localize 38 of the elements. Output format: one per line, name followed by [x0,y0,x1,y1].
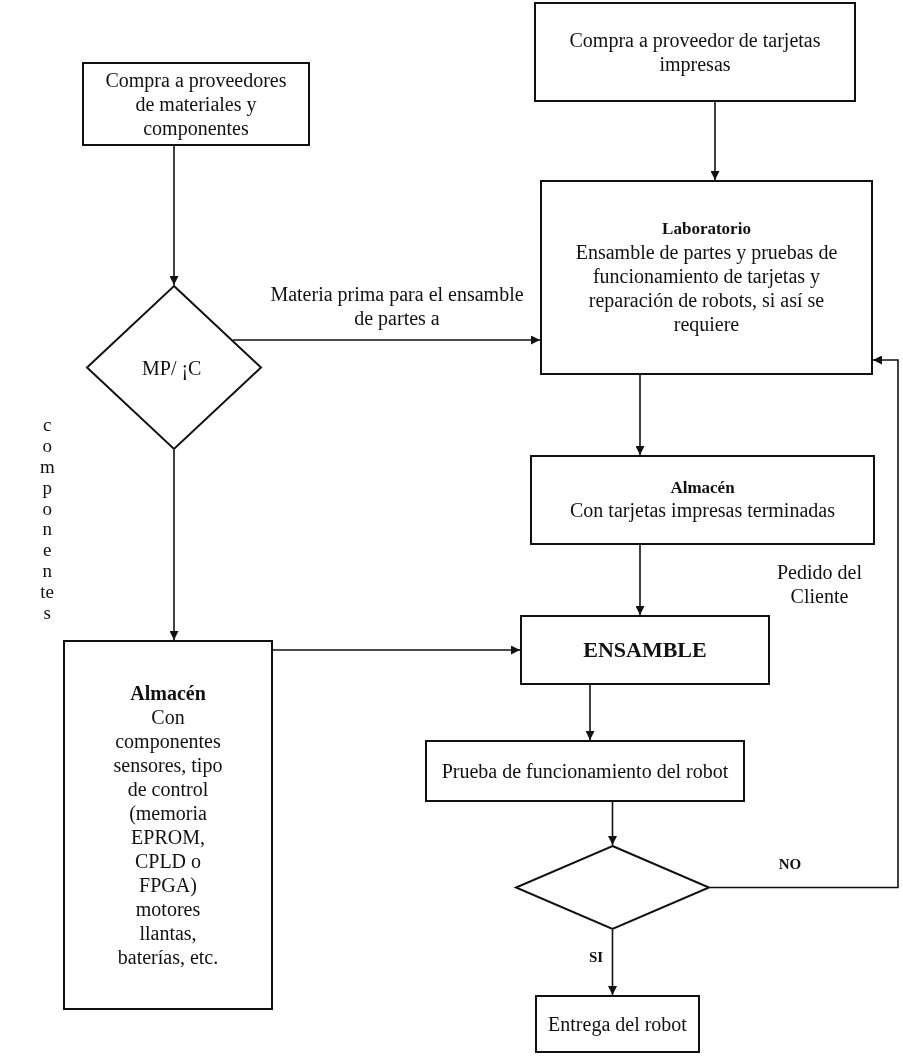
vertical-text: componentes [40,415,55,624]
process-box [530,455,875,545]
box-text: Prueba de funcionamiento del robot [441,759,729,783]
edge-label: Materia prima para el ensamble de partes a [269,282,525,330]
arrow [709,355,899,889]
process-box [425,740,745,802]
box-text: Ensamble de partes y pruebas de funcionamiento de tarjetas y reparación de robots, si así se requiere [574,239,839,336]
box-text: ENSAMBLE [583,636,707,664]
box-text: MP/ ¡C [142,355,202,380]
edge-label: NO [777,855,803,873]
box-text: Entrega del robot [548,1012,687,1036]
arrow [635,374,645,456]
box-text: Compra a proveedores de materiales y componentes [104,68,288,140]
process-box [540,180,873,375]
arrow [272,645,521,655]
arrow [232,335,541,345]
arrow [635,544,645,616]
decision-diamond [515,845,710,930]
box-text: Con tarjetas impresas terminadas [570,498,835,523]
arrow [585,684,595,741]
process-box [63,640,273,1010]
box-heading: Laboratorio [662,219,751,240]
arrow [169,449,179,641]
box-heading: Almacén [130,681,206,705]
arrow [169,145,179,286]
edge-label: SI [587,948,605,966]
process-box [520,615,770,685]
note-text: Pedido del Cliente [776,560,863,608]
box-text: Compra a proveedor de tarjetas impresas [568,28,822,76]
arrow [710,101,720,181]
box-text: Con componentes sensores, tipo de control (memoria EPROM, CPLD o FPGA) motores llantas, baterías, etc. [112,705,224,969]
box-heading: Almacén [670,477,735,499]
decision-diamond [86,285,262,450]
process-box [82,62,310,146]
arrow [608,929,617,996]
process-box [534,2,856,102]
arrow [608,801,617,846]
process-box [535,995,700,1053]
